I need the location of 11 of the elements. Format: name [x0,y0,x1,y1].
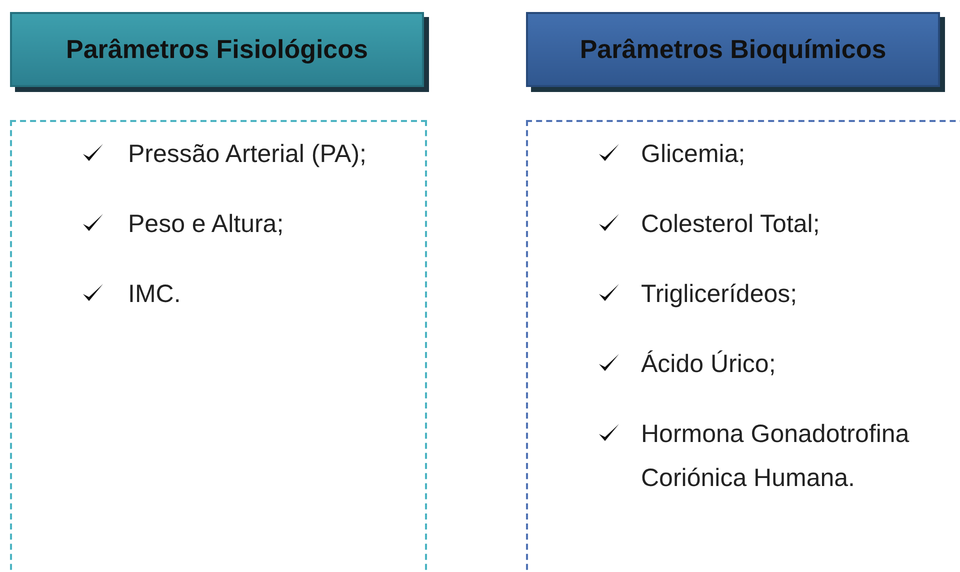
list-item: Peso e Altura; [128,209,285,240]
list-item: Glicemia; [641,139,746,170]
list-item: Hormona Gonadotrofina Coriónica Humana. [641,419,910,494]
list-item: Pressão Arterial (PA); [128,139,368,170]
list-item: Triglicerídeos; [641,279,798,310]
list-item: Ácido Úrico; [641,349,777,380]
header-title: Parâmetros Bioquímicos [580,34,886,65]
header-title: Parâmetros Fisiológicos [66,34,368,65]
list-item: IMC. [128,279,182,310]
list-item: Colesterol Total; [641,209,821,240]
dashed-panel [10,120,427,572]
